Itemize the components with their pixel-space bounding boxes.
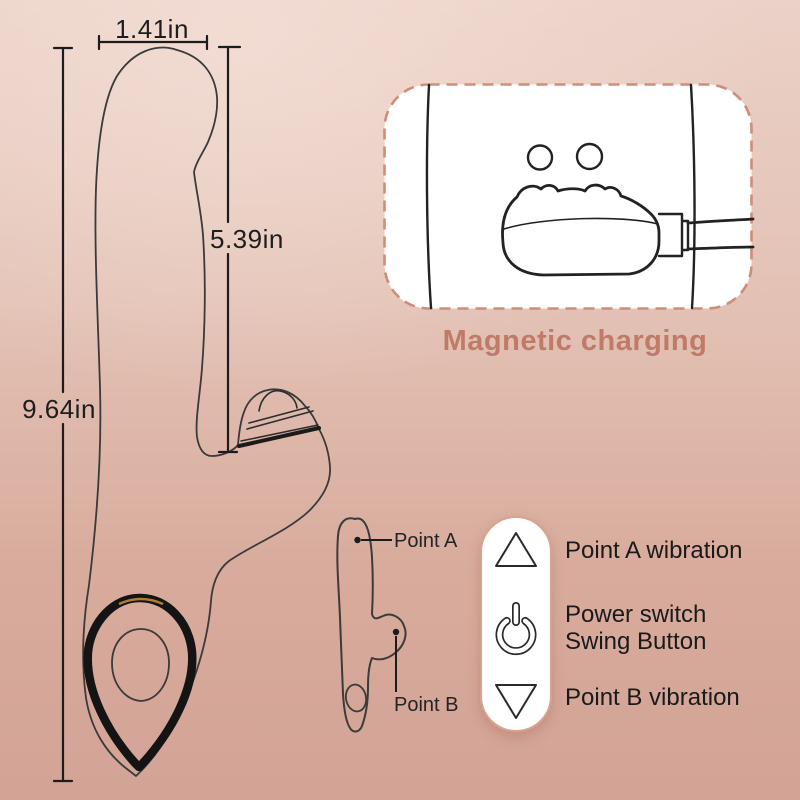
control-label-power-line1: Power switch (565, 601, 707, 628)
control-panel (480, 516, 552, 732)
control-label-point-b: Point B vibration (565, 684, 740, 711)
magnetic-charger-head (501, 183, 661, 277)
control-label-point-a: Point A wibration (565, 537, 743, 564)
handle-ring-glint (118, 597, 164, 606)
dimension-lines (52, 34, 242, 783)
handle-ring (83, 593, 197, 772)
handle-hole-outline (111, 628, 170, 702)
stimulator-arm-details (237, 389, 321, 448)
device-outline (82, 46, 331, 777)
inset-dashed-border (383, 83, 753, 310)
charger-connector (657, 212, 690, 258)
dimension-top-width-label: 1.41in (115, 14, 189, 44)
dimension-total-length-label: 9.64in (22, 394, 96, 424)
device-edge-right (689, 83, 696, 310)
charging-contact-dot (526, 144, 554, 171)
control-label-power-line2: Swing Button (565, 628, 707, 655)
mini-device-diagram (336, 517, 407, 733)
dimension-line-top-width (97, 34, 209, 51)
charger-head-lip-line (503, 217, 659, 230)
point-a-label: Point A (394, 530, 458, 552)
dimension-line-shaft-length (217, 45, 242, 454)
mini-device-outline (336, 517, 407, 733)
magnetic-charging-caption: Magnetic charging (442, 325, 708, 357)
triangle-down-icon (495, 684, 537, 719)
point-a-marker (354, 536, 361, 544)
device-edge-left (425, 83, 433, 310)
magnetic-charging-inset (383, 83, 755, 310)
control-label-power: Power switch Swing Button (565, 601, 706, 655)
dimension-line-total-length (52, 46, 74, 783)
charging-cable (686, 217, 755, 251)
power-icon (495, 602, 537, 656)
triangle-up-icon (495, 532, 537, 567)
dimension-shaft-length-label: 5.39in (210, 224, 284, 254)
mini-handle-hole (344, 683, 368, 713)
point-b-marker (392, 628, 400, 636)
point-b-label: Point B (394, 694, 459, 716)
charging-contact-dot (575, 142, 604, 171)
